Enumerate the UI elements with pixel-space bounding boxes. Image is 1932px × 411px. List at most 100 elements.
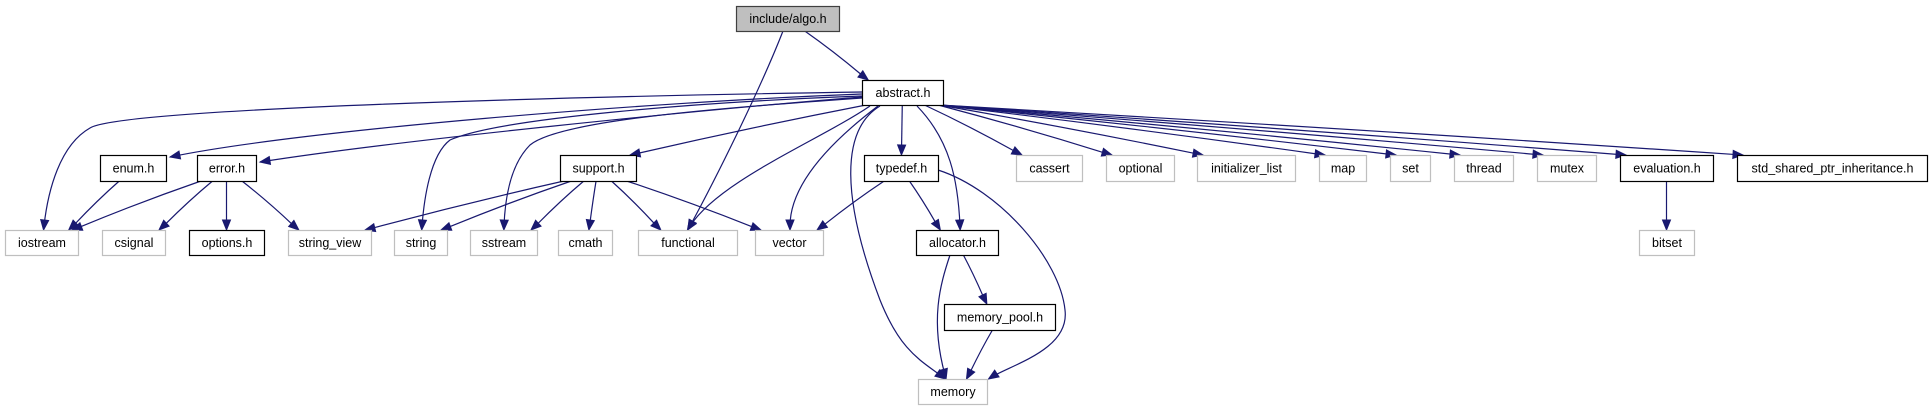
arrowhead (749, 221, 763, 231)
arrowhead (965, 367, 976, 381)
node-set: set (1389, 154, 1432, 183)
arrowhead (938, 367, 948, 381)
node-options[interactable]: options.h (188, 229, 266, 257)
node-box (557, 229, 614, 257)
node-label: bitset (1652, 236, 1682, 250)
node-label: memory_pool.h (957, 311, 1043, 325)
node-label: support.h (572, 162, 624, 176)
node-box (469, 229, 539, 257)
node-allocator[interactable]: allocator.h (915, 229, 1000, 257)
edge-line (970, 329, 993, 372)
node-box (393, 229, 449, 257)
node-box (1736, 154, 1929, 183)
edge-line (43, 91, 863, 227)
edge-line (937, 104, 1104, 154)
node-box (99, 154, 168, 183)
arrowhead (1661, 219, 1672, 232)
edge-line (938, 104, 1317, 155)
node-error[interactable]: error.h (196, 154, 258, 183)
edge-abstract-to-functional (686, 105, 871, 232)
node-box (1638, 229, 1696, 257)
node-box (1318, 154, 1368, 183)
node-vector: vector (754, 229, 825, 257)
edge-line (924, 104, 1015, 152)
node-box (101, 229, 167, 257)
edge-line (938, 104, 1735, 156)
arrowhead (530, 219, 542, 231)
edge-support-to-cmath (585, 180, 597, 232)
edge-error-to-string_view (241, 180, 300, 231)
edge-memory_pool-to-memory (965, 329, 993, 381)
arrowhead (686, 218, 698, 232)
node-label: initializer_list (1211, 162, 1282, 176)
edge-abstract-to-support (628, 104, 867, 158)
edge-line (936, 254, 951, 376)
edge-line (937, 169, 1066, 379)
node-box (196, 154, 258, 183)
edge-line (908, 180, 937, 223)
node-typedef[interactable]: typedef.h (863, 154, 940, 183)
edge-algo-to-functional (687, 30, 784, 232)
edge-line (626, 180, 753, 228)
edge-algo-to-abstract (804, 30, 870, 81)
node-evaluation[interactable]: evaluation.h (1619, 154, 1715, 183)
node-enum[interactable]: enum.h (99, 154, 168, 183)
edge-support-to-string_view (363, 180, 565, 233)
edge-allocator-to-memory (936, 254, 951, 381)
arrowhead (221, 219, 232, 232)
edge-line (900, 104, 903, 147)
edge-abstract-to-vector (785, 105, 879, 232)
edge-line (421, 95, 863, 227)
node-label: functional (661, 236, 715, 250)
node-label: memory (930, 385, 976, 399)
edges-layer (40, 30, 1745, 381)
edge-line (938, 104, 1535, 155)
node-algo[interactable]: include/algo.h (735, 5, 841, 33)
node-label: iostream (18, 236, 66, 250)
arrowhead (650, 219, 662, 231)
edge-line (241, 180, 293, 225)
node-box (1015, 154, 1084, 183)
edge-line (74, 180, 120, 225)
edge-abstract-to-string (417, 95, 863, 232)
edge-line (938, 104, 1195, 154)
edge-error-to-csignal (158, 180, 213, 231)
edge-line (165, 180, 213, 225)
arrowhead (499, 219, 509, 232)
node-box (1453, 154, 1515, 183)
edge-line (804, 30, 862, 75)
node-cassert: cassert (1015, 154, 1084, 183)
node-label: mutex (1550, 162, 1585, 176)
node-label: include/algo.h (749, 12, 826, 26)
node-map: map (1318, 154, 1368, 183)
node-string: string (393, 229, 449, 257)
edge-line (789, 105, 879, 227)
node-label: options.h (202, 236, 253, 250)
node-label: cmath (568, 236, 602, 250)
edge-evaluation-to-bitset (1661, 181, 1672, 232)
node-label: abstract.h (876, 86, 931, 100)
edge-line (938, 104, 1388, 155)
arrowhead (168, 150, 182, 160)
edge-line (373, 180, 565, 229)
arrowhead (978, 292, 988, 306)
node-box (1389, 154, 1432, 183)
node-box (637, 229, 739, 257)
node-label: map (1331, 162, 1355, 176)
edge-typedef-to-allocator (908, 180, 942, 232)
edge-line (449, 180, 572, 228)
arrowhead (585, 218, 596, 232)
edge-line (589, 180, 597, 222)
node-bitset: bitset (1638, 229, 1696, 257)
node-box (863, 154, 940, 183)
edge-abstract-to-cassert (924, 104, 1024, 156)
node-memory-pool[interactable]: memory_pool.h (943, 303, 1057, 332)
edge-error-to-options (221, 181, 232, 232)
node-std-shared[interactable]: std_shared_ptr_inheritance.h (1736, 154, 1929, 183)
node-abstract[interactable]: abstract.h (861, 79, 945, 107)
node-box (735, 5, 841, 33)
node-box (861, 79, 945, 107)
node-memory: memory (917, 378, 989, 406)
node-support[interactable]: support.h (559, 154, 638, 183)
node-label: thread (1466, 162, 1501, 176)
